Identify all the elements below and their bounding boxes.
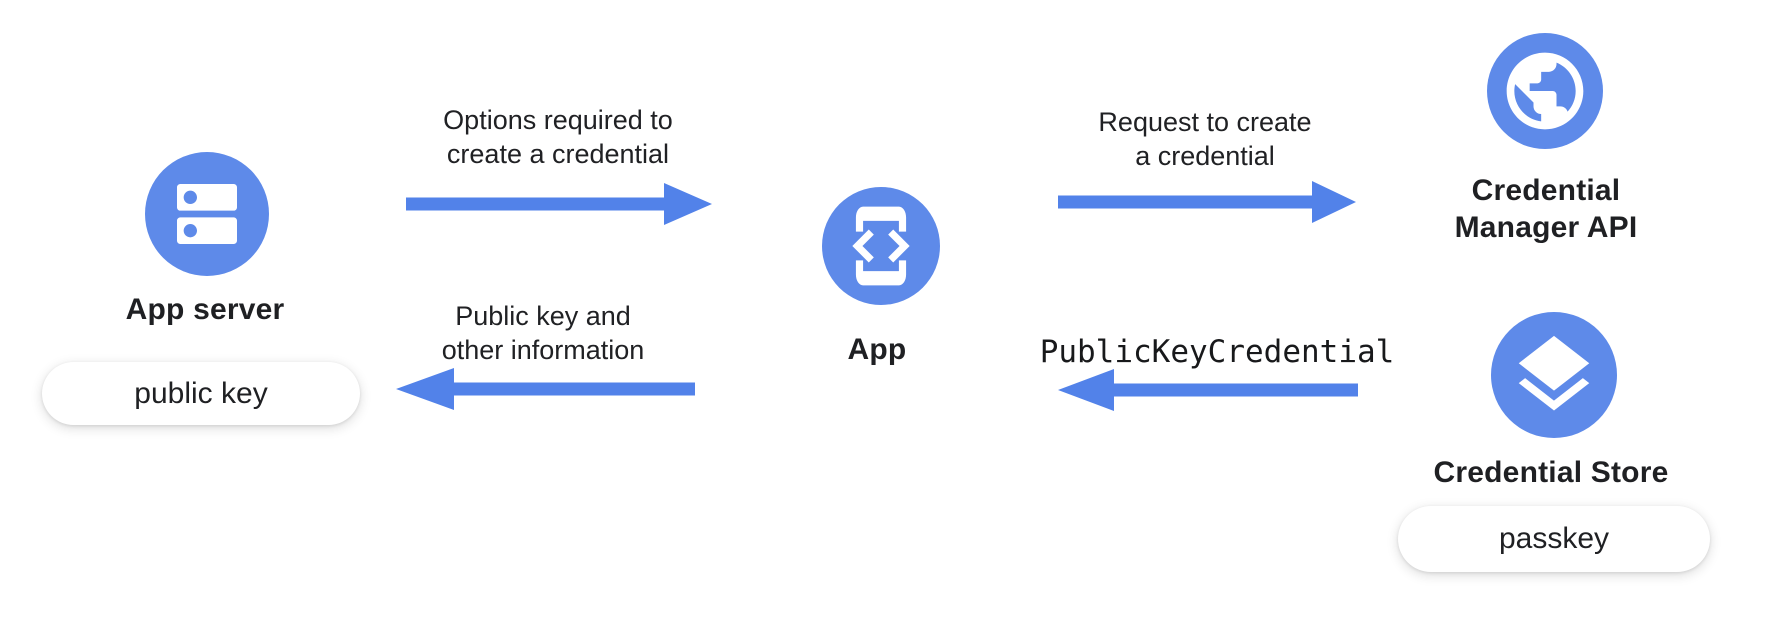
layers-icon <box>1518 335 1590 411</box>
credential-store-label: Credential Store <box>1433 456 1669 489</box>
credential-manager-api-label: Credential Manager API <box>1455 172 1638 246</box>
app-label: App <box>847 333 907 366</box>
public-key-pill: public key <box>42 362 360 425</box>
passkey-pill-label: passkey <box>1498 522 1610 555</box>
options-arrow-right <box>400 182 712 226</box>
public-key-credential-label: PublicKeyCredential <box>1039 334 1395 370</box>
options-flow-label: Options required to create a credential <box>443 105 673 169</box>
credential-manager-api-label-line2: Manager API <box>1454 211 1638 244</box>
app-node <box>822 187 940 305</box>
public-key-info-flow-label: Public key and other information <box>441 301 645 365</box>
credential-store-node <box>1491 312 1617 438</box>
passkey-pill: passkey <box>1398 506 1710 572</box>
globe-icon <box>1506 52 1584 130</box>
app-server-label: App server <box>125 293 285 326</box>
phone-code-icon <box>852 206 910 286</box>
server-icon <box>177 184 237 244</box>
app-server-node <box>145 152 269 276</box>
credential-manager-api-label-line1: Credential <box>1471 174 1621 207</box>
public-key-info-arrow-left <box>396 367 696 411</box>
public-key-credential-arrow-left <box>1058 368 1360 412</box>
public-key-pill-label: public key <box>134 376 268 410</box>
credential-manager-api-node <box>1487 33 1603 149</box>
request-arrow-right <box>1056 180 1356 224</box>
request-flow-label: Request to create a credential <box>1098 107 1312 171</box>
